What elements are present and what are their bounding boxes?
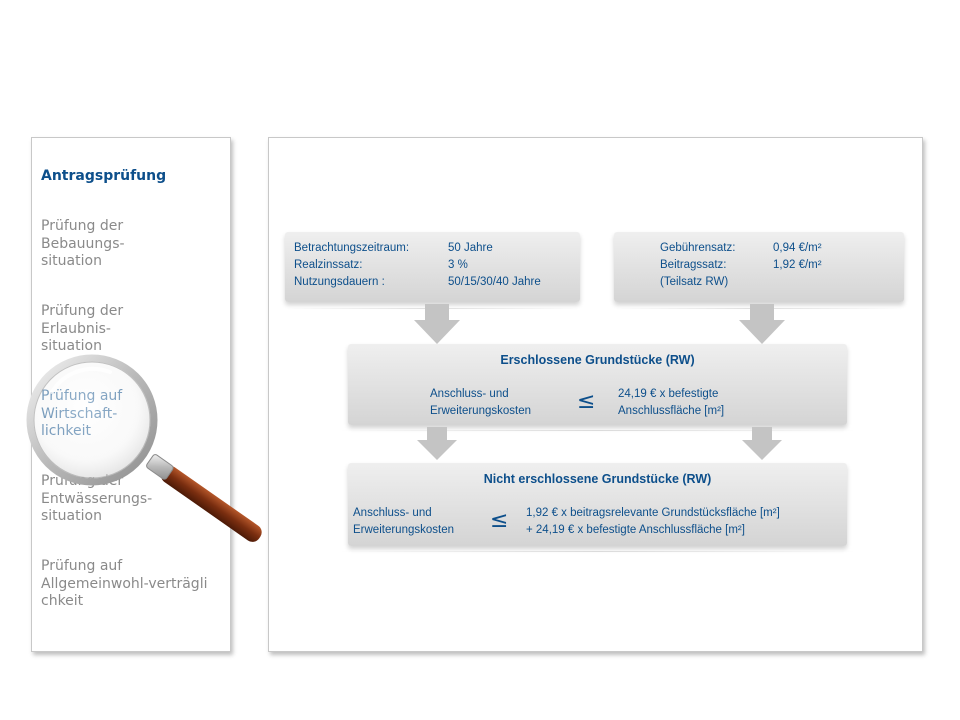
param-key: Beitragssatz: xyxy=(660,259,727,271)
less-equal-symbol: ≤ xyxy=(490,508,509,533)
down-arrow-icon xyxy=(414,304,460,344)
down-arrow-icon xyxy=(417,427,457,460)
nav-item-antragspruefung[interactable]: Antragsprüfung xyxy=(41,168,167,184)
less-equal-symbol: ≤ xyxy=(577,389,596,414)
box-reflection xyxy=(338,430,857,431)
cost-label-line1: Anschluss- und xyxy=(430,388,509,400)
down-arrow-icon xyxy=(742,427,782,460)
cost-label-line1: Anschluss- und xyxy=(353,507,432,519)
main-panel: Betrachtungszeitraum: 50 Jahre Realzinss… xyxy=(268,137,923,652)
nav-item-wirtschaftlichkeit[interactable]: Prüfung auf Wirtschaft- lichkeit xyxy=(41,388,123,439)
developed-plots-box: Erschlossene Grundstücke (RW) Anschluss-… xyxy=(348,344,847,425)
nav-item-allgemeinwohlvertraeglichkeit[interactable]: Prüfung auf Allgemeinwohl-verträgli chke… xyxy=(41,558,208,609)
param-key: Nutzungsdauern : xyxy=(294,276,385,288)
nav-item-entwaesserungssituation[interactable]: Prüfung der Entwässerungs- situation xyxy=(41,473,153,524)
parameters-box-left: Betrachtungszeitraum: 50 Jahre Realzinss… xyxy=(285,232,580,302)
developed-plots-title: Erschlossene Grundstücke (RW) xyxy=(500,353,695,367)
nav-item-erlaubnissituation[interactable]: Prüfung der Erlaubnis- situation xyxy=(41,303,124,354)
cost-label-line2: Erweiterungskosten xyxy=(353,524,454,536)
param-key: Realzinssatz: xyxy=(294,259,363,271)
down-arrow-icon xyxy=(739,304,785,344)
parameters-box-right: Gebührensatz: 0,94 €/m² Beitragssatz: 1,… xyxy=(614,232,904,302)
param-key: Betrachtungszeitraum: xyxy=(294,242,410,254)
undeveloped-plots-box: Nicht erschlossene Grundstücke (RW) Ansc… xyxy=(348,463,847,546)
param-key: Gebührensatz: xyxy=(660,242,736,254)
formula-line1: 1,92 € x beitragsrelevante Grundstücksfl… xyxy=(526,507,780,519)
param-value: 1,92 €/m² xyxy=(773,259,822,271)
param-key: (Teilsatz RW) xyxy=(660,276,729,288)
cost-label-line2: Erweiterungskosten xyxy=(430,405,531,417)
formula-line2: Anschlussfläche [m²] xyxy=(618,405,725,417)
nav-item-bebauungssituation[interactable]: Prüfung der Bebauungs- situation xyxy=(41,218,125,269)
param-value: 50 Jahre xyxy=(448,242,493,254)
undeveloped-plots-title: Nicht erschlossene Grundstücke (RW) xyxy=(483,472,712,486)
param-value: 0,94 €/m² xyxy=(773,242,822,254)
param-value: 50/15/30/40 Jahre xyxy=(448,276,541,288)
navigation-panel: Antragsprüfung Prüfung der Bebauungs- si… xyxy=(31,137,231,652)
box-reflection xyxy=(338,551,857,552)
formula-line1: 24,19 € x befestigte xyxy=(618,388,719,400)
formula-line2: + 24,19 € x befestigte Anschlussfläche [… xyxy=(526,524,745,536)
param-value: 3 % xyxy=(448,259,468,271)
